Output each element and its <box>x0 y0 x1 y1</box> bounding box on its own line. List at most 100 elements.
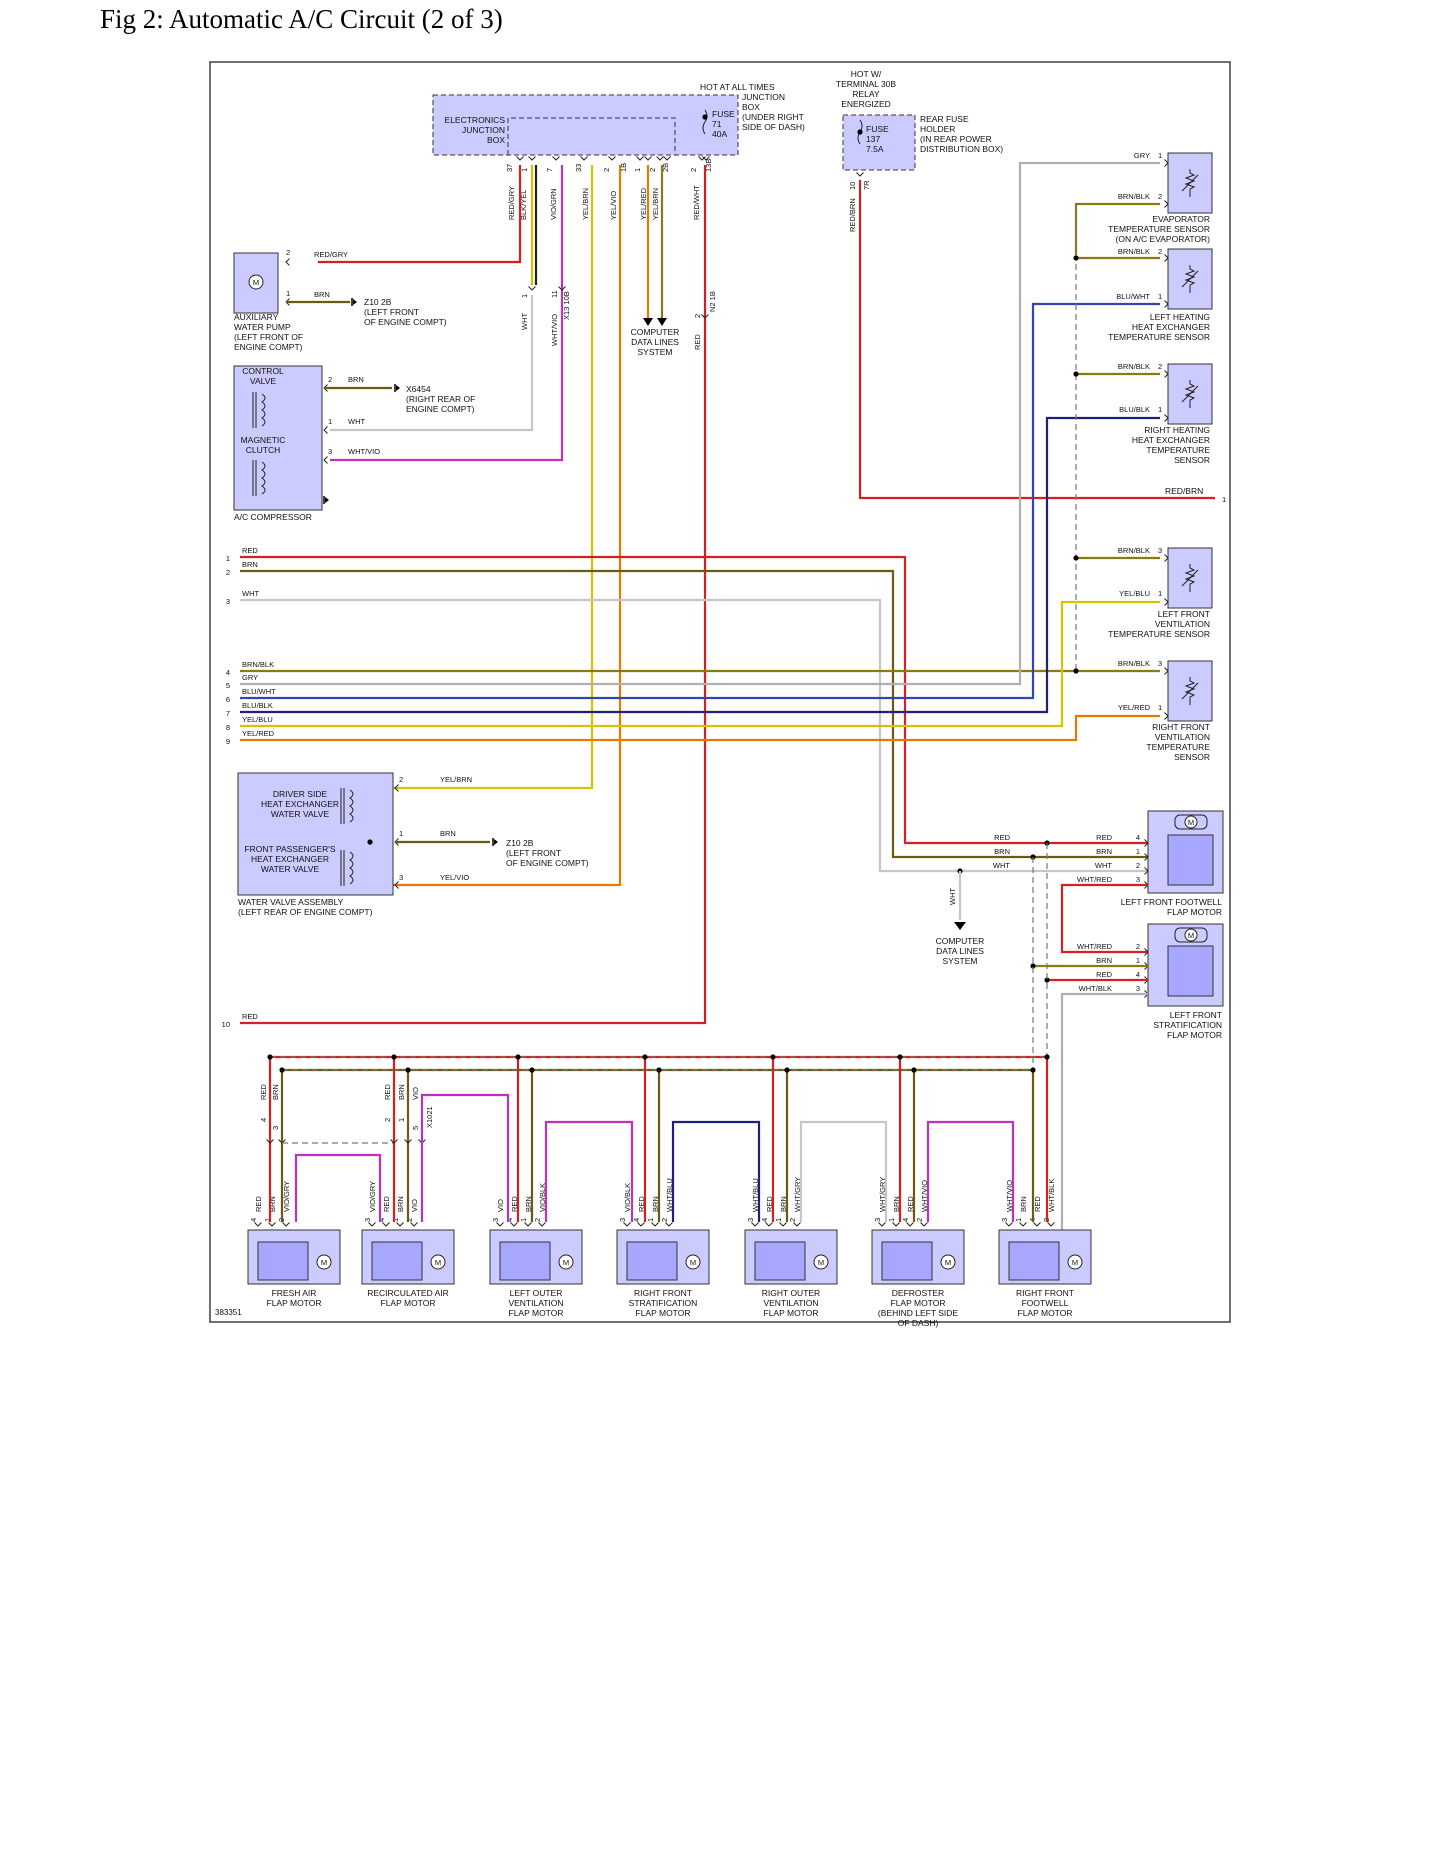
water-valve-assembly <box>237 772 394 896</box>
motor-icon-label: M <box>253 278 259 287</box>
connector-chevron <box>516 156 524 161</box>
bus-wire-label: RED <box>242 1012 258 1021</box>
splice-dot <box>1044 1054 1050 1060</box>
motor-name: OF DASH) <box>898 1318 939 1328</box>
connector-chevron <box>1019 1222 1027 1227</box>
splice-dot <box>529 1067 535 1073</box>
motor-pin: 4 <box>505 1218 514 1222</box>
bus-number: 5 <box>226 681 230 690</box>
motor-icon <box>1184 928 1198 942</box>
connector-chevron <box>538 1222 546 1227</box>
connector-chevron <box>663 156 671 161</box>
connector-chevron <box>1164 159 1169 167</box>
rhe-label: SENSOR <box>1174 455 1210 465</box>
driver-valve-label: DRIVER SIDE <box>273 789 328 799</box>
junction-box-label: JUNCTION <box>742 92 785 102</box>
motor-wire-label: RED <box>254 1196 263 1212</box>
wire-bus-wht <box>240 598 1148 873</box>
connector-chevron <box>282 1222 290 1227</box>
ejb-wire-label: YEL/BRN <box>581 188 590 220</box>
bus-wire-label: BRN/BLK <box>242 660 274 669</box>
lff-wire: RED <box>1096 833 1112 842</box>
valve-wire: YEL/VIO <box>440 873 469 882</box>
rear-fuse-label: HOLDER <box>920 124 955 134</box>
motor-icon <box>1184 815 1198 829</box>
rfv-label: RIGHT FRONT <box>1152 722 1210 732</box>
connector-chevron <box>623 1222 631 1227</box>
rfv-wire: BRN/BLK <box>1118 659 1150 668</box>
lfs-wire: WHT/RED <box>1077 942 1113 951</box>
connector-chevron <box>1047 1222 1055 1227</box>
upper-wire: VIO <box>411 1087 420 1100</box>
n2-wire: RED <box>693 334 702 350</box>
lhe-wire: BLU/WHT <box>1116 292 1150 301</box>
motor-wire-label: RED <box>1033 1196 1042 1212</box>
connector-chevron <box>528 286 536 291</box>
connector-chevron <box>404 1139 412 1144</box>
motor-body <box>754 1241 806 1281</box>
upper-wire: BRN <box>397 1084 406 1100</box>
splice-dot <box>405 1067 411 1073</box>
connector-chevron <box>702 156 710 161</box>
splice-dot <box>770 1054 776 1060</box>
motor-icon-label: M <box>690 1258 696 1267</box>
lfv-label: VENTILATION <box>1155 619 1210 629</box>
cdl-label-2: SYSTEM <box>943 956 978 966</box>
splice-dot <box>857 129 863 135</box>
ejb-wire-label: VIO/GRN <box>549 188 558 220</box>
mid-wire: WHT <box>993 861 1010 870</box>
thermistor-icon <box>1181 270 1199 288</box>
connector-chevron <box>765 1222 773 1227</box>
coil-icon <box>349 789 354 823</box>
connector-chevron <box>368 1222 376 1227</box>
lff-label: FLAP MOTOR <box>1167 907 1222 917</box>
lfv-wire: BRN/BLK <box>1118 546 1150 555</box>
motor-wire-label: WHT/BLK <box>1047 1179 1056 1212</box>
pump-label: WATER PUMP <box>234 322 291 332</box>
motor-pin: 3 <box>746 1218 755 1222</box>
splice-dot <box>279 1067 285 1073</box>
connector-chevron <box>1144 948 1149 956</box>
rfv-label: SENSOR <box>1174 752 1210 762</box>
clutch-label: MAGNETIC <box>241 435 286 445</box>
fuse137-label: 137 <box>866 134 880 144</box>
ejb-wire-label: YEL/RED <box>639 187 648 220</box>
connector-chevron <box>254 1222 262 1227</box>
rfv-pin: 1 <box>1158 703 1162 712</box>
motor-pin: 3 <box>363 1218 372 1222</box>
comp-wire: WHT/VIO <box>348 447 380 456</box>
ground-icon <box>396 385 400 391</box>
motor-icon <box>940 1254 956 1270</box>
motor-name: FRESH AIR <box>272 1288 317 1298</box>
fuse137-label: 7.5A <box>866 144 884 154</box>
bus-number: 3 <box>226 597 230 606</box>
rhe-label: HEAT EXCHANGER <box>1132 435 1210 445</box>
ejb-pin: 33 <box>574 164 583 172</box>
motor-name: FLAP MOTOR <box>891 1298 946 1308</box>
motor-icon-label: M <box>1188 931 1194 940</box>
connector-chevron <box>637 1222 645 1227</box>
motor-body <box>499 1241 551 1281</box>
rear-fuse-label: REAR FUSE <box>920 114 969 124</box>
ac-compressor <box>233 365 323 511</box>
bus-wire-label: GRY <box>242 673 258 682</box>
motor-name: STRATIFICATION <box>629 1298 698 1308</box>
upper-wire: RED <box>259 1084 268 1100</box>
connector-chevron <box>285 258 290 266</box>
ac-compressor-label: A/C COMPRESSOR <box>234 512 312 522</box>
bus-number: 9 <box>226 737 230 746</box>
motor-pin: 1 <box>519 1218 528 1222</box>
connector-chevron <box>268 1222 276 1227</box>
rear-fuse-label: (IN REAR POWER <box>920 134 992 144</box>
thermistor-icon <box>1184 169 1196 197</box>
thermistor-icon <box>1181 174 1199 192</box>
motor-icon-label: M <box>945 1258 951 1267</box>
evap-wire: GRY <box>1134 151 1150 160</box>
cdl-label: DATA LINES <box>631 337 679 347</box>
connector-chevron <box>396 1222 404 1227</box>
wire-vio-grn <box>330 165 564 462</box>
lhe-wire: BRN/BLK <box>1118 247 1150 256</box>
motor-wire-label: RED <box>382 1196 391 1212</box>
connector-chevron <box>410 1222 418 1227</box>
x13-wire: WHT/VIO <box>550 314 559 346</box>
